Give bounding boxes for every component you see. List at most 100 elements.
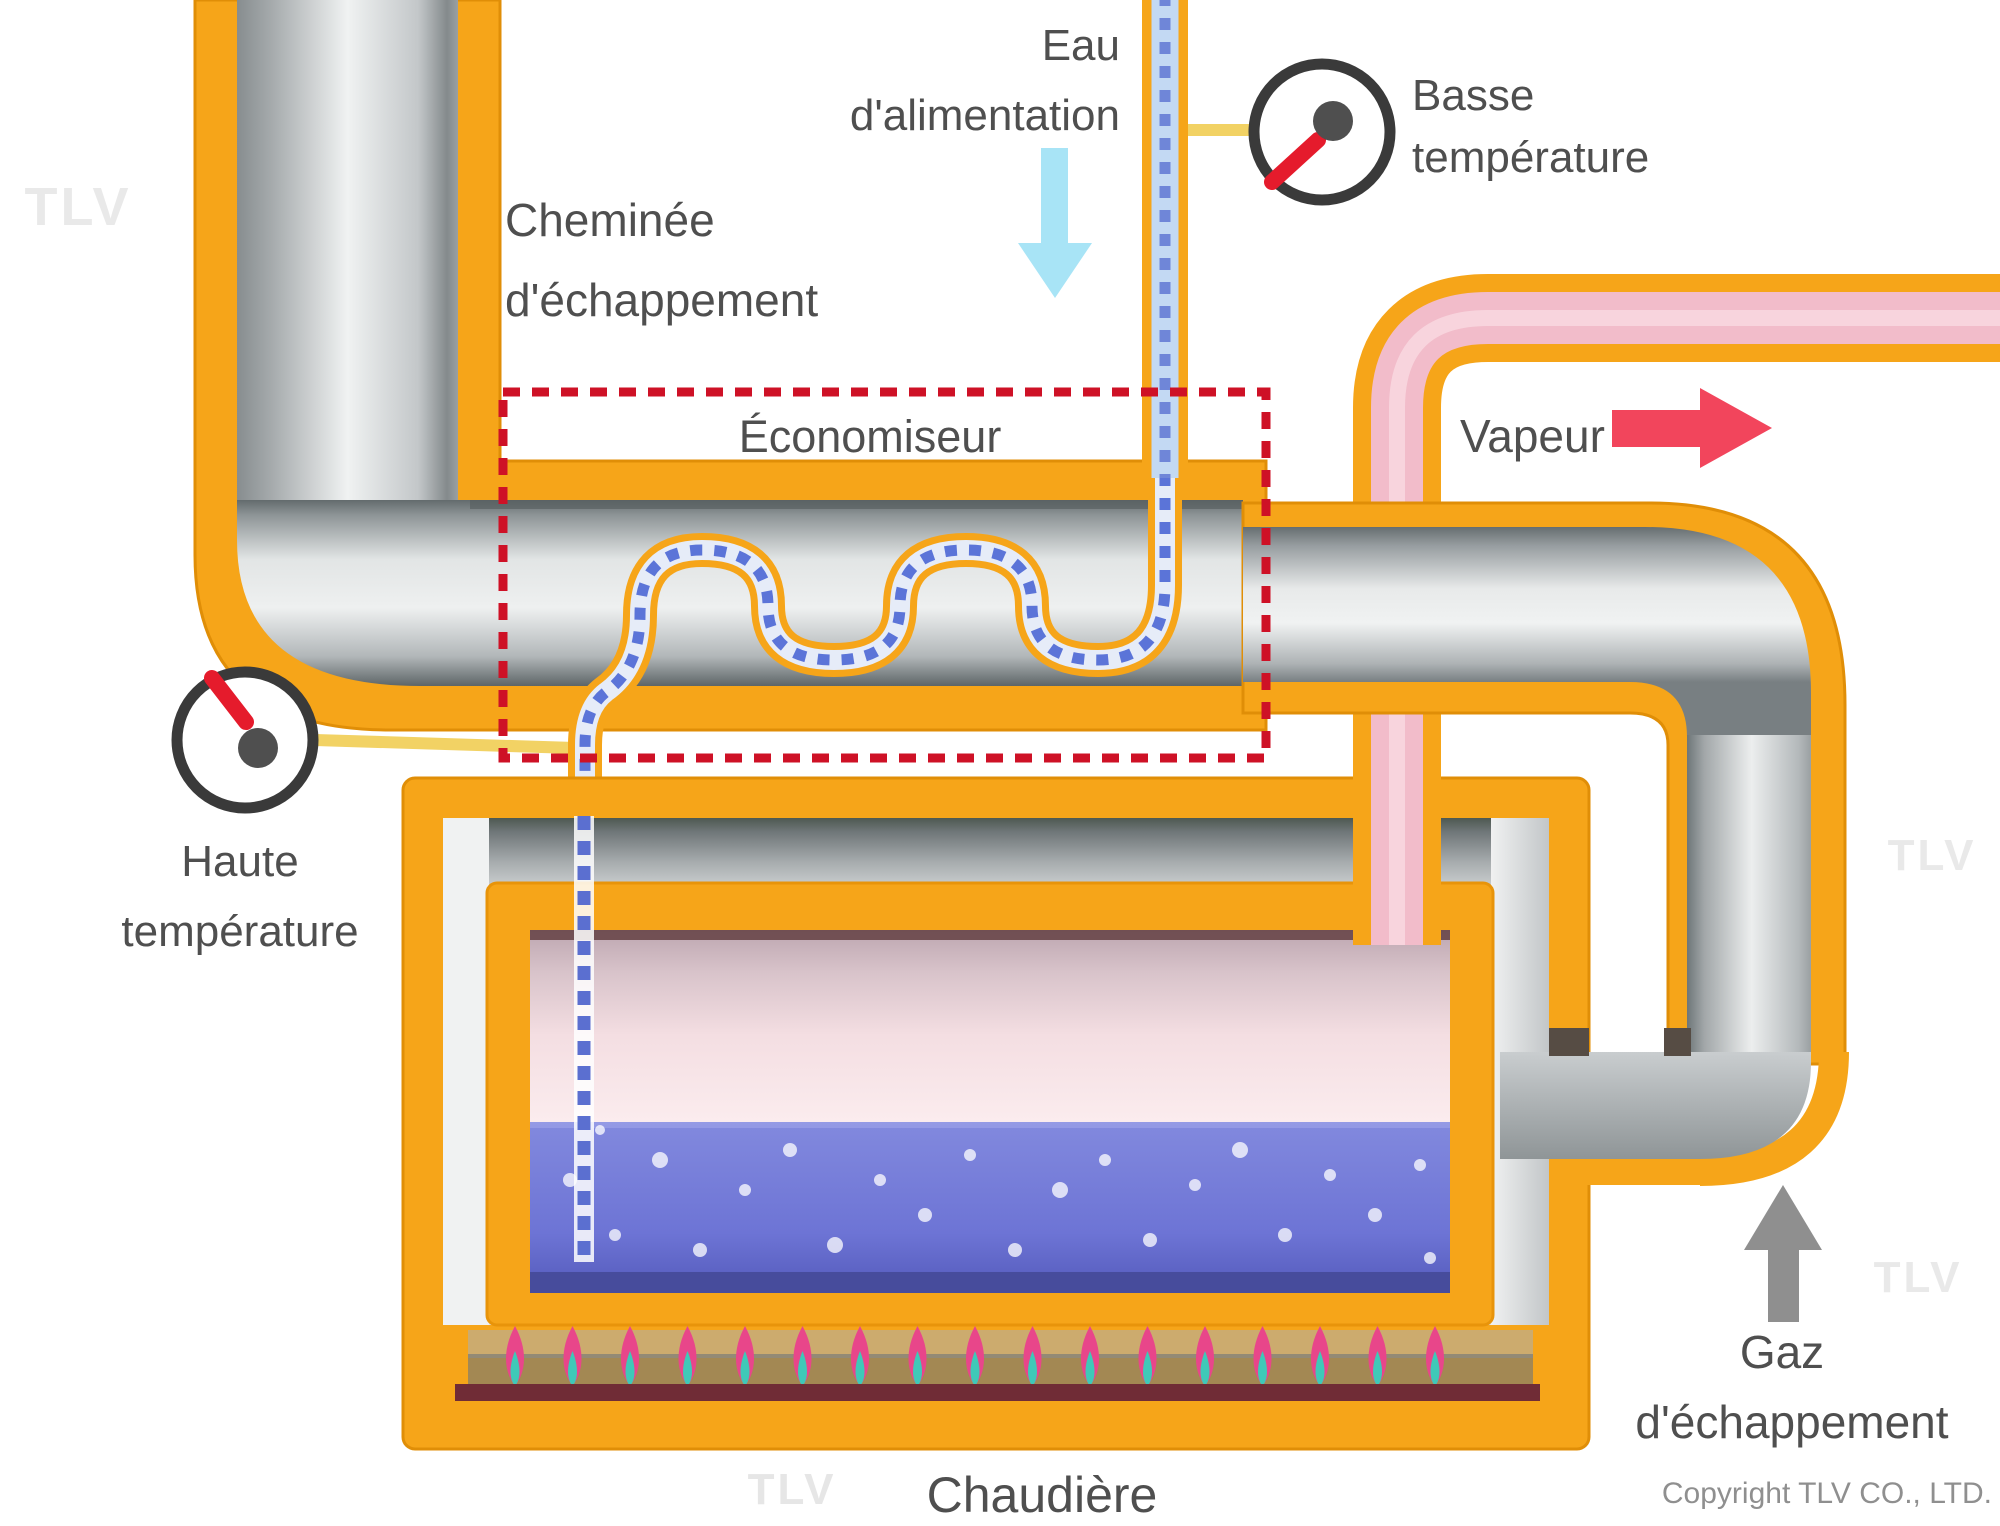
- flame-icon: [965, 1326, 985, 1386]
- gauge-needle: [204, 670, 254, 730]
- tlv-watermark: TLV: [25, 177, 132, 237]
- water-bubble: [827, 1237, 843, 1253]
- water-bubble: [1368, 1208, 1382, 1222]
- tlv-watermark: TLV: [1874, 1253, 1963, 1302]
- water-bubble: [609, 1229, 621, 1241]
- right-arrow-head: [1700, 388, 1772, 468]
- water-bubble: [595, 1125, 605, 1135]
- label-high-temp-line1: Haute: [181, 837, 298, 886]
- economizer-dashed-box: [498, 387, 1271, 763]
- steam-right-arrow: [1612, 388, 1772, 468]
- water-bubble: [1232, 1142, 1248, 1158]
- water-bubble: [1008, 1243, 1022, 1257]
- flame-icon: [1310, 1326, 1330, 1386]
- chimney-interior: [237, 0, 458, 502]
- water-bubble: [1052, 1182, 1068, 1198]
- water-bubble: [1189, 1179, 1201, 1191]
- water-bubble: [1424, 1252, 1436, 1264]
- connector-bottom-band: [1549, 1157, 1704, 1185]
- exhaust-up-arrow: [1744, 1185, 1822, 1322]
- duct-wall-cap: [1664, 1028, 1691, 1056]
- flame-icon: [620, 1326, 640, 1386]
- water-bubble: [693, 1243, 707, 1257]
- water-bubble: [739, 1184, 751, 1196]
- labels: Eau d'alimentation Basse température Che…: [121, 21, 1992, 1523]
- flame-icon: [735, 1326, 755, 1386]
- flame-icon: [563, 1326, 582, 1386]
- duct-top-shadow: [470, 500, 1243, 509]
- label-high-temp-line2: température: [121, 907, 358, 956]
- burner-base-line: [455, 1384, 1540, 1401]
- label-feedwater-line2: d'alimentation: [850, 91, 1120, 140]
- economizer-serpentine-pipe: [568, 450, 1182, 818]
- flame-icon: [1253, 1326, 1272, 1386]
- up-arrow-icon: [1744, 1185, 1822, 1250]
- label-exhaust-line1: Gaz: [1740, 1326, 1824, 1378]
- steam-pipe-highlight: [1389, 310, 2000, 945]
- label-boiler: Chaudière: [927, 1467, 1158, 1523]
- up-arrow-shaft: [1768, 1250, 1799, 1322]
- flame-icon: [505, 1326, 525, 1386]
- steam-pipe: [1353, 274, 2000, 945]
- serpentine-water-dots: [579, 450, 1171, 818]
- label-exhaust-line2: d'échappement: [1635, 1396, 1948, 1448]
- water-bubble: [563, 1173, 577, 1187]
- flame-icon: [678, 1326, 697, 1386]
- down-arrow-head: [1018, 243, 1092, 298]
- flame-icon: [850, 1326, 870, 1386]
- water-bubble: [874, 1174, 886, 1186]
- right-flue-duct: [1241, 501, 1849, 1186]
- down-arrow-icon: [1041, 148, 1068, 243]
- water-bubbles: [563, 1125, 1436, 1264]
- flame-icon: [1425, 1326, 1445, 1386]
- connector-outer-curve: [1699, 1051, 1849, 1186]
- flame-icon: [1080, 1326, 1100, 1386]
- burner-flames: [505, 1326, 1445, 1386]
- connector-interior: [1500, 1052, 1811, 1159]
- label-low-temp-line2: température: [1412, 133, 1649, 182]
- flame-icon: [1368, 1326, 1387, 1386]
- boiler-wall-cap: [1549, 1028, 1589, 1056]
- flame-icon: [1195, 1326, 1215, 1386]
- vessel-top-edge: [530, 930, 1450, 940]
- gauge-hub: [238, 728, 278, 768]
- water-bubble: [1324, 1169, 1336, 1181]
- tlv-watermark: TLV: [1888, 831, 1977, 880]
- feedwater-down-arrow: [1018, 148, 1092, 298]
- water-surface: [530, 1122, 1450, 1128]
- label-chimney-line1: Cheminée: [505, 194, 715, 246]
- water-bottom-shade: [530, 1272, 1450, 1293]
- water-bubble: [1099, 1154, 1111, 1166]
- boiler-passage-left: [443, 818, 489, 1325]
- gauge-hub: [1313, 101, 1353, 141]
- high-temp-gauge: [171, 666, 319, 814]
- high-temp-gauge-connector: [314, 734, 576, 754]
- label-steam: Vapeur: [1460, 410, 1605, 462]
- label-feedwater-line1: Eau: [1042, 21, 1120, 70]
- right-arrow-icon: [1612, 410, 1702, 447]
- water-bubble: [1278, 1228, 1292, 1242]
- water-bubble: [918, 1208, 932, 1222]
- tlv-watermarks: TLVTLVTLVTLVTLVTLV: [25, 177, 1977, 1514]
- water-bubble: [1143, 1233, 1157, 1247]
- flame-icon: [793, 1326, 812, 1386]
- water-bubble: [964, 1149, 976, 1161]
- water-bubble: [1414, 1159, 1426, 1171]
- vertical-duct-interior: [1687, 735, 1811, 1064]
- low-temp-gauge: [1248, 58, 1396, 206]
- flame-icon: [908, 1326, 927, 1386]
- flame-icon: [1138, 1326, 1157, 1386]
- flame-icon: [1023, 1326, 1042, 1386]
- label-low-temp-line1: Basse: [1412, 71, 1534, 120]
- vessel-water: [530, 1122, 1450, 1293]
- label-chimney-line2: d'échappement: [505, 274, 818, 326]
- water-bubble: [783, 1143, 797, 1157]
- label-economizer: Économiseur: [739, 411, 1002, 462]
- tlv-watermark: TLV: [748, 1465, 837, 1514]
- copyright-text: Copyright TLV CO., LTD.: [1662, 1477, 1992, 1510]
- boiler: [401, 776, 1591, 1451]
- furnace-haze-upper: [468, 1330, 1533, 1358]
- gauge-needle: [1264, 132, 1326, 190]
